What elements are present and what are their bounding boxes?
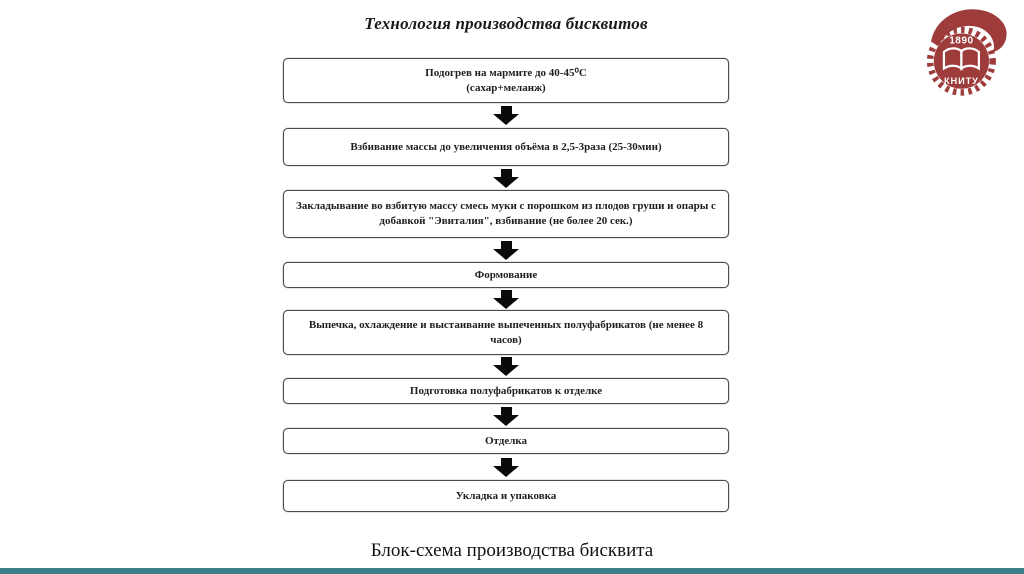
emblem-swoosh (931, 9, 1007, 52)
flow-step-label: Подогрев на мармите до 40-45⁰С (сахар+ме… (425, 66, 587, 94)
logo-label: КНИТУ (944, 76, 979, 86)
page-title: Технология производства бисквитов (364, 14, 648, 33)
flow-step-label: Формование (474, 268, 538, 281)
figure-caption: Блок-схема производства бисквита (370, 540, 654, 561)
down-arrow-icon (283, 454, 729, 480)
down-arrow-icon (283, 166, 729, 190)
knitu-emblem-icon: 1890 КНИТУ (926, 9, 1007, 96)
down-arrow-icon (283, 103, 729, 128)
down-arrow-icon (283, 404, 729, 428)
university-logo: 1890 КНИТУ (920, 5, 1012, 97)
flow-step-preparation: Подготовка полуфабрикатов к отделке (283, 378, 729, 404)
open-book-icon (942, 47, 980, 71)
flow-step-label: Отделка (484, 434, 528, 447)
flow-step-label: Укладка и упаковка (455, 489, 557, 502)
flow-step-label: Подготовка полуфабрикатов к отделке (409, 384, 603, 397)
flow-step-whipping: Взбивание массы до увеличения объёма в 2… (283, 128, 729, 166)
flow-step-label: Выпечка, охлаждение и выстаивание выпече… (308, 318, 704, 346)
flow-step-forming: Формование (283, 262, 729, 288)
down-arrow-icon (283, 355, 729, 378)
down-arrow-icon (283, 288, 729, 310)
flow-step-mixing: Закладывание во взбитую массу смесь муки… (283, 190, 729, 238)
down-arrow-icon (283, 238, 729, 262)
flow-step-baking: Выпечка, охлаждение и выстаивание выпече… (283, 310, 729, 355)
gear-icon (926, 26, 996, 96)
slide-footer-bar (0, 568, 1024, 574)
flow-step-label: Закладывание во взбитую массу смесь муки… (296, 200, 716, 227)
flow-step-label: Взбивание массы до увеличения объёма в 2… (350, 140, 662, 153)
flow-step-heating: Подогрев на мармите до 40-45⁰С (сахар+ме… (283, 58, 729, 103)
logo-year: 1890 (949, 36, 973, 47)
flow-step-packing: Укладка и упаковка (283, 480, 729, 512)
flowchart: Подогрев на мармите до 40-45⁰С (сахар+ме… (283, 58, 729, 512)
flow-step-finishing: Отделка (283, 428, 729, 454)
